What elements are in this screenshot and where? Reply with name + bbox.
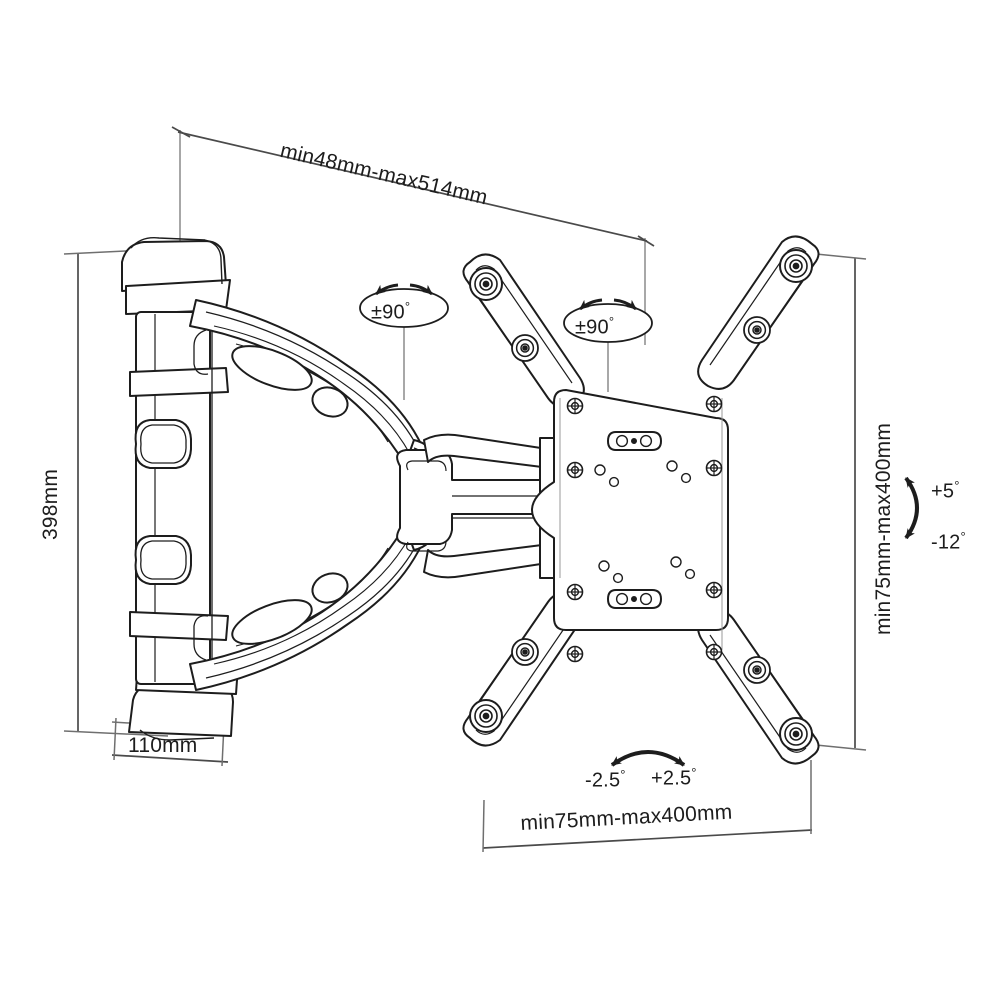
rotation-left-label: ±90° xyxy=(371,300,410,323)
rotation-right-label: ±90° xyxy=(575,315,614,338)
extension-arm-top-left xyxy=(462,253,585,408)
tilt-up-label: +5° xyxy=(931,479,960,502)
dimension-label-vesa-vertical: min75mm-max400mm xyxy=(872,422,895,635)
degree-symbol: ° xyxy=(620,767,626,782)
rotation-right-value: ±90 xyxy=(575,316,609,339)
degree-symbol: ° xyxy=(954,478,960,493)
vesa-slot-fixture-top xyxy=(607,431,662,451)
degree-symbol: ° xyxy=(608,314,615,329)
center-link xyxy=(396,433,555,579)
swivel-left-value: -2.5 xyxy=(585,769,621,792)
dimension-vesa-horizontal xyxy=(482,760,813,853)
degree-symbol: ° xyxy=(404,299,411,314)
vesa-extension-arms xyxy=(462,235,820,765)
swivel-right-value: +2.5 xyxy=(651,767,692,790)
rotation-badge-right xyxy=(563,298,653,392)
rotation-badge-left xyxy=(359,283,449,400)
extension-arm-top-right xyxy=(697,235,820,390)
tilt-down-label: -12° xyxy=(931,530,966,553)
dimension-label-height: 398mm xyxy=(39,468,62,540)
vesa-small-holes xyxy=(594,460,696,584)
tilt-down-value: -12 xyxy=(931,531,961,554)
rotation-left-value: ±90 xyxy=(371,301,405,324)
extension-arm-bottom-right xyxy=(697,610,820,765)
dimension-label-depth: 110mm xyxy=(128,734,198,757)
degree-symbol: ° xyxy=(960,529,966,544)
tilt-arc xyxy=(904,476,919,540)
vesa-slot-fixture-bottom xyxy=(607,589,662,609)
vesa-plate xyxy=(531,389,729,663)
swivel-left-label: -2.5° xyxy=(585,768,626,791)
tilt-up-value: +5 xyxy=(931,480,955,503)
swivel-right-label: +2.5° xyxy=(651,766,697,789)
dimension-vesa-vertical xyxy=(805,252,867,751)
degree-symbol: ° xyxy=(691,765,697,780)
lower-articulating-arm xyxy=(189,495,441,691)
swivel-arc xyxy=(610,750,686,767)
